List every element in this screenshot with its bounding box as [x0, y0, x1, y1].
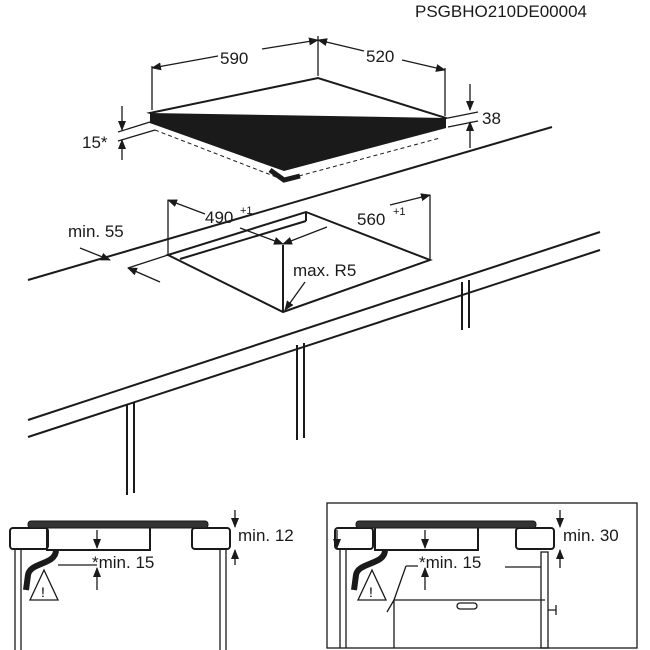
- countertop-drawing: [27, 126, 601, 495]
- svg-text:min. 30: min. 30: [563, 526, 619, 545]
- document-code: PSGBHO210DE00004: [415, 2, 587, 21]
- svg-text:!: !: [41, 584, 45, 600]
- cutout-width-dimension: 490 +1: [167, 199, 284, 245]
- warning-icon: !: [356, 568, 388, 601]
- front-margin-dimension: min. 55: [68, 222, 169, 283]
- section-left: ! *min. 15 min. 12: [9, 510, 294, 650]
- svg-text:*min. 15: *min. 15: [419, 553, 481, 572]
- section-right: ! *min. 15 min. 30: [326, 502, 638, 649]
- hob-depth-dimension: 520: [317, 38, 446, 72]
- under-height-dimension: 15*: [82, 106, 156, 160]
- corner-radius-label: max. R5: [284, 261, 356, 311]
- cutout-drawing: [165, 195, 433, 314]
- hob-drawing: [146, 76, 450, 183]
- svg-text:520: 520: [366, 47, 394, 66]
- cutout-depth-dimension: 560 +1: [282, 193, 431, 245]
- svg-text:min. 55: min. 55: [68, 222, 124, 241]
- svg-text:560: 560: [357, 210, 385, 229]
- svg-text:590: 590: [220, 49, 248, 68]
- svg-text:+1: +1: [393, 206, 406, 218]
- svg-text:15*: 15*: [82, 133, 108, 152]
- hob-width-dimension: 590: [151, 36, 446, 116]
- svg-text:490: 490: [205, 208, 233, 227]
- svg-text:!: !: [369, 584, 373, 600]
- svg-text:*min. 15: *min. 15: [92, 553, 154, 572]
- svg-text:max. R5: max. R5: [293, 261, 356, 280]
- svg-text:38: 38: [482, 109, 501, 128]
- svg-text:min. 12: min. 12: [238, 526, 294, 545]
- svg-text:+1: +1: [240, 205, 253, 217]
- hob-height-dimension: 38: [447, 84, 501, 148]
- warning-icon: !: [28, 568, 60, 601]
